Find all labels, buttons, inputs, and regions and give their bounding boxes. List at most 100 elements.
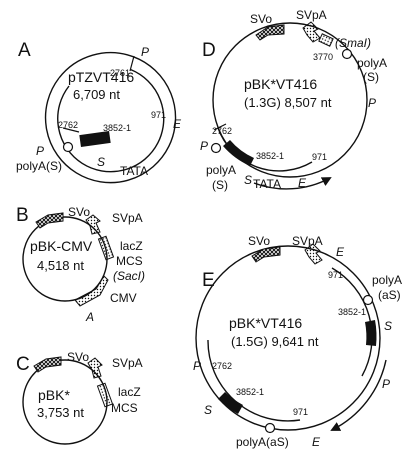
plasmid-c-name: pBK* (38, 387, 70, 403)
label-d-p-right: P (368, 96, 376, 110)
label-e-971-bottom: 971 (293, 407, 308, 417)
panel-b-letter: B (16, 205, 29, 226)
plasmid-b-svpa-arrow (85, 214, 101, 235)
label-a-2761: 2761 (110, 68, 130, 78)
label-d-p-left: P (200, 139, 208, 153)
plasmid-e-backbone (195, 245, 381, 431)
label-b-svo: SVo (68, 205, 90, 219)
label-e-3852-top: 3852-1 (338, 307, 366, 317)
label-e-s-right: S (384, 319, 392, 333)
label-e-2762: 2762 (212, 361, 232, 371)
plasmid-b-name: pBK-CMV (30, 238, 93, 254)
label-e-polya-bottom: polyA(aS) (236, 435, 289, 449)
label-b-cmv: CMV (110, 291, 137, 305)
panel-c: C pBK* 3,753 nt SVo SVpA lacZ MCS (16, 350, 143, 445)
label-c-svo: SVo (67, 350, 89, 364)
label-b-a: A (85, 310, 94, 324)
label-e-p-right: P (382, 377, 390, 391)
label-a-tata: TATA (120, 164, 148, 178)
plasmid-a-boundary-left (62, 127, 80, 133)
label-d-3852: 3852-1 (256, 151, 284, 161)
label-e-polya: polyA (372, 273, 402, 287)
label-d-s-paren: (S) (363, 70, 379, 84)
plasmid-d-tata-box (223, 140, 254, 166)
plasmid-e-size: (1.5G) 9,641 nt (231, 334, 319, 349)
plasmid-c-size: 3,753 nt (37, 405, 84, 420)
label-b-svpa: SVpA (112, 211, 143, 225)
label-d-polya-left: polyA (206, 163, 236, 177)
panel-e-letter: E (202, 270, 215, 291)
panel-a-letter: A (18, 40, 31, 61)
label-d-971: 971 (312, 152, 327, 162)
plasmid-d-svo-arrow (255, 24, 285, 41)
label-d-tata: TATA (253, 177, 281, 191)
plasmid-a-size: 6,709 nt (73, 87, 120, 102)
label-d-polya: polyA (357, 56, 387, 70)
label-e-svo: SVo (248, 234, 270, 248)
plasmid-a-name: pTZVT416 (68, 69, 134, 85)
panel-c-letter: C (16, 354, 30, 375)
plasmid-e-name: pBK*VT416 (229, 315, 302, 331)
plasmid-d-backbone (212, 22, 368, 178)
label-c-lacz: lacZ (118, 385, 141, 399)
plasmid-c-svpa-arrow (87, 357, 103, 379)
plasmid-a-polya-site (62, 141, 74, 153)
label-e-svpa: SVpA (292, 234, 323, 248)
plasmid-e-block-right (365, 320, 377, 346)
label-d-s: S (244, 173, 252, 187)
label-e-3852-bottom: 3852-1 (236, 387, 264, 397)
label-a-e: E (173, 117, 182, 131)
label-d-smai: (SmaI) (335, 36, 371, 50)
plasmid-e-block-left (218, 392, 243, 414)
label-d-s-paren-left: (S) (212, 178, 228, 192)
panel-d-letter: D (202, 40, 216, 61)
label-a-2762: 2762 (58, 120, 78, 130)
plasmid-d-svpa-arrow (302, 21, 321, 43)
label-b-saci: (SacI) (113, 269, 145, 283)
plasmid-e-svpa-arrow (304, 243, 323, 265)
panel-d: D pBK*VT416 (1.3G) 8,507 nt SVo SVpA (Sm… (200, 8, 387, 192)
plasmid-d-polya-left-site (210, 142, 222, 154)
plasmid-d-size: (1.3G) 8,507 nt (244, 95, 332, 110)
label-a-p-left: P (36, 144, 44, 158)
plasmid-e-inner-band-right (331, 267, 373, 377)
plasmid-d-polya-right-site (341, 48, 353, 60)
plasmid-d-name: pBK*VT416 (244, 76, 317, 92)
plasmid-e-polya-top-site (362, 294, 374, 306)
plasmid-a-inner-band (57, 68, 165, 173)
label-d-svpa: SVpA (296, 8, 327, 22)
plasmid-d-boundary-left (213, 123, 227, 131)
label-e-e-bottom: E (312, 435, 321, 449)
panel-e: E pBK*VT416 (1.5G) 9,641 nt SVo SVpA E 9… (193, 234, 402, 449)
plasmid-d-inner-band (217, 127, 313, 172)
plasmid-b-svo-arrow (35, 212, 64, 229)
label-a-polya: polyA(S) (16, 159, 62, 173)
label-e-as: (aS) (378, 288, 401, 302)
plasmid-b-size: 4,518 nt (37, 258, 84, 273)
label-a-s: S (97, 155, 105, 169)
label-e-971-top: 971 (328, 270, 343, 280)
plasmid-a-boundary-top (129, 55, 135, 72)
plasmid-b-cmv-region (74, 275, 109, 307)
plasmid-e-transcript-arrow (330, 359, 387, 431)
label-e-s-left: S (204, 403, 212, 417)
plasmid-c-lacz-box (96, 382, 114, 408)
plasmid-a-tata-box (79, 130, 111, 148)
plasmid-b-lacz-box (97, 235, 115, 261)
panel-a: A pTZVT416 6,709 nt P 2761 971 E 2762 38… (16, 40, 182, 184)
plasmid-a-backbone (58, 51, 134, 79)
label-b-lacz: lacZ (120, 239, 143, 253)
label-a-971: 971 (151, 110, 166, 120)
label-d-svo: SVo (250, 12, 272, 26)
label-d-e: E (298, 176, 307, 190)
label-d-3770: 3770 (313, 52, 333, 62)
plasmid-e-inner-band-left (207, 339, 301, 422)
label-a-3852: 3852-1 (103, 123, 131, 133)
plasmid-e-polya-bottom-site (264, 422, 276, 434)
label-b-mcs: MCS (116, 254, 143, 268)
plasmid-d-transcript-arrow (253, 177, 332, 190)
panel-b: B pBK-CMV 4,518 nt SVo SVpA lacZ MCS (Sa… (16, 205, 145, 324)
label-c-mcs: MCS (111, 401, 138, 415)
label-a-p-top: P (141, 45, 149, 59)
plasmid-c-svo-arrow (33, 356, 62, 373)
